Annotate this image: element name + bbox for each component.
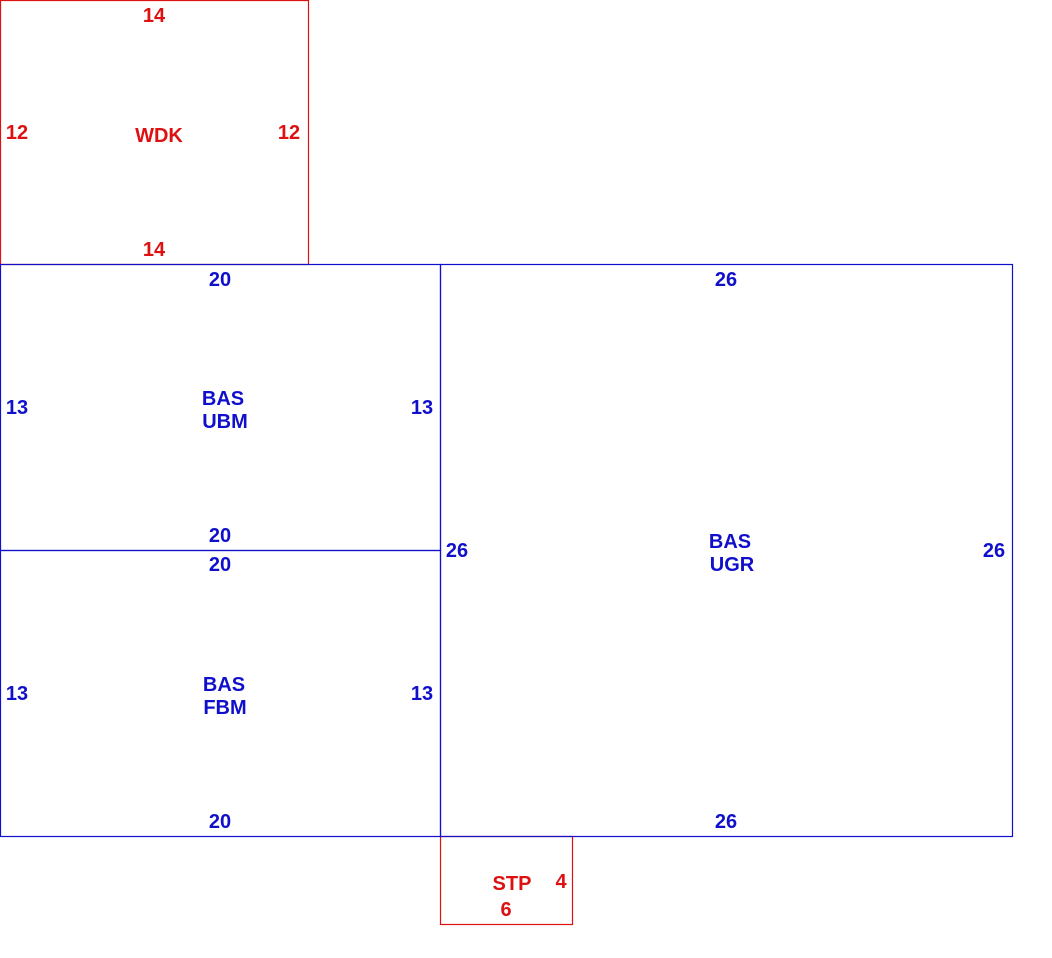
bas-ugr-left-dimension: 26 bbox=[446, 540, 468, 562]
bas-fbm-left-dimension: 13 bbox=[6, 683, 28, 705]
stp-right-dimension: 4 bbox=[555, 871, 567, 893]
wdk-bottom-dimension: 14 bbox=[143, 239, 166, 261]
bas-ubm-right-dimension: 13 bbox=[411, 397, 433, 419]
bas-ubm-left-dimension: 13 bbox=[6, 397, 28, 419]
bas-fbm-label-line2: FBM bbox=[203, 697, 246, 719]
bas-ubm-label-line1: BAS bbox=[202, 388, 244, 410]
bas-ugr-top-dimension: 26 bbox=[715, 269, 737, 291]
bas-ugr-right-dimension: 26 bbox=[983, 540, 1005, 562]
bas-ugr-outline bbox=[439, 263, 1014, 838]
bas-fbm-label-line1: BAS bbox=[203, 674, 245, 696]
bas-fbm-right-dimension: 13 bbox=[411, 683, 433, 705]
wdk-right-dimension: 12 bbox=[278, 122, 300, 144]
bas-ubm-top-dimension: 20 bbox=[209, 269, 231, 291]
wdk-left-dimension: 12 bbox=[6, 122, 28, 144]
stp-section-label: STP bbox=[493, 873, 532, 895]
wdk-top-dimension: 14 bbox=[143, 5, 166, 27]
bas-ugr-label-line1: BAS bbox=[709, 531, 751, 553]
bas-ubm-bottom-dimension: 20 bbox=[209, 525, 231, 547]
stp-bottom-dimension: 6 bbox=[500, 899, 511, 921]
bas-fbm-bottom-dimension: 20 bbox=[209, 811, 231, 833]
bas-fbm-top-dimension: 20 bbox=[209, 554, 231, 576]
bas-ugr-label-line2: UGR bbox=[710, 554, 755, 576]
bas-ubm-label-line2: UBM bbox=[202, 411, 248, 433]
wdk-section-label: WDK bbox=[135, 125, 183, 147]
bas-ugr-bottom-dimension: 26 bbox=[715, 811, 737, 833]
